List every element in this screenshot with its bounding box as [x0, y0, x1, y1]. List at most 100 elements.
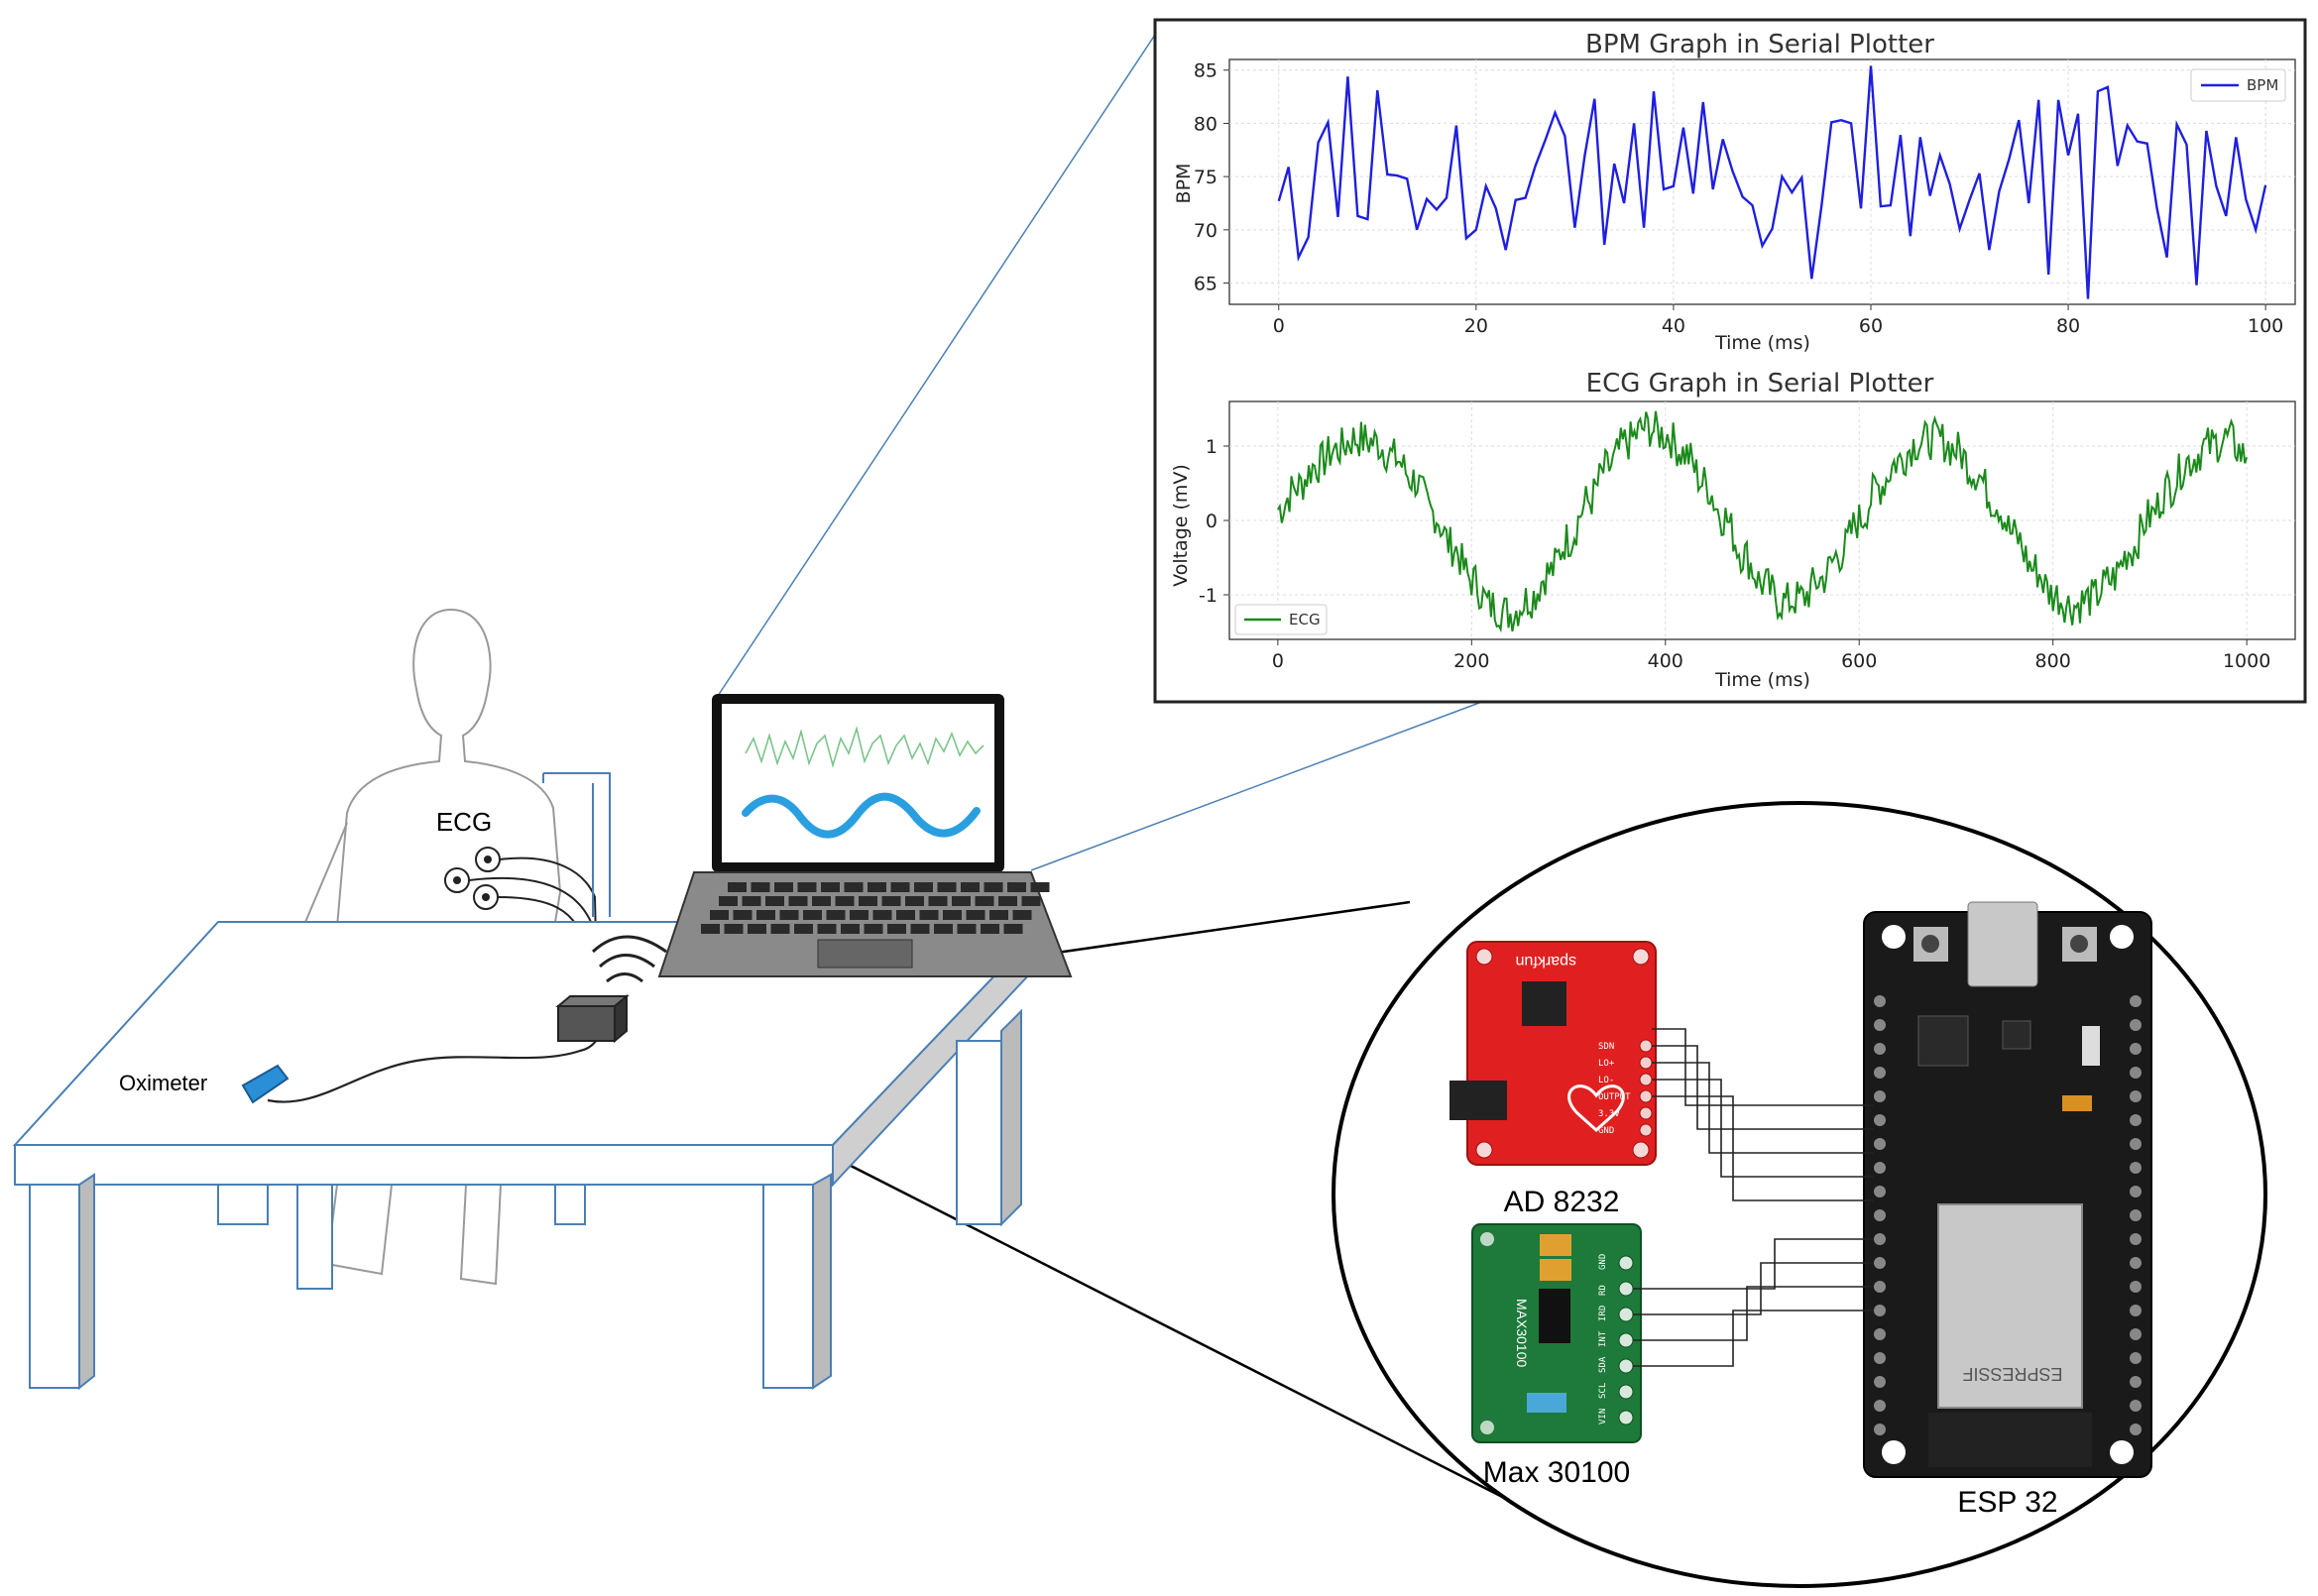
laptop-key — [910, 924, 930, 934]
laptop-key — [872, 910, 892, 920]
ecg-x-tick-label: 200 — [1453, 650, 1489, 672]
laptop-trackpad — [817, 939, 913, 969]
laptop-key — [803, 910, 822, 920]
laptop-key — [821, 882, 840, 892]
ad8232-pin — [1639, 1089, 1653, 1103]
laptop-key — [943, 910, 962, 920]
esp32-pin-left — [1874, 1162, 1886, 1174]
chair-back — [542, 772, 611, 917]
laptop-key — [835, 896, 855, 906]
laptop-key — [788, 896, 808, 906]
laptop-key — [966, 910, 985, 920]
laptop-key — [850, 910, 869, 920]
laptop-key — [914, 882, 933, 892]
laptop-screen — [722, 704, 994, 862]
wire-max30100-esp32 — [1633, 1238, 1874, 1290]
esp32-board: ESPRESSIF — [1863, 901, 2152, 1478]
laptop-key — [774, 882, 793, 892]
bpm-legend: BPM — [2190, 68, 2286, 102]
laptop-screen-bpm-trace — [745, 726, 985, 768]
laptop-key — [794, 924, 813, 934]
table-leg-back-right — [956, 1040, 1002, 1225]
max30100-pin-label: GND — [1598, 1254, 1608, 1270]
ecg-y-axis-label: Voltage (mV) — [1170, 464, 1192, 587]
laptop-key — [1012, 910, 1032, 920]
ad8232-pin-label: GND — [1598, 1126, 1614, 1136]
ad8232-pin — [1639, 1056, 1653, 1070]
max30100-pin — [1618, 1307, 1634, 1322]
max30100-pin — [1618, 1255, 1634, 1271]
sparkfun-logo: sparkfun — [1516, 953, 1576, 969]
ecg-series-line — [1277, 410, 2249, 633]
board-wires — [1633, 1028, 1874, 1367]
esp32-pin-right — [2130, 1424, 2142, 1435]
person-legs — [325, 1184, 502, 1286]
bpm-x-tick-label: 0 — [1273, 315, 1285, 337]
laptop-key — [756, 910, 775, 920]
table-leg-back-left — [217, 1184, 269, 1225]
esp32-pin-right — [2130, 1233, 2142, 1245]
wire-ad8232-esp32 — [1652, 1095, 1874, 1201]
ecg-legend: ECG — [1234, 604, 1328, 635]
laptop-key — [724, 924, 744, 934]
bpm-grid — [1229, 59, 2295, 304]
max30100-pin-label: RD — [1598, 1285, 1608, 1296]
laptop-key — [1030, 882, 1050, 892]
max30100-pin — [1618, 1332, 1634, 1348]
laptop-key — [812, 896, 831, 906]
ecg-y-ticks: -101 — [1199, 436, 1229, 607]
esp32-module-brand: ESPRESSIF — [1962, 1364, 2062, 1384]
esp32-pin-left — [1874, 1019, 1886, 1031]
esp32-label: ESP 32 — [1957, 1486, 2057, 1519]
laptop-key — [868, 882, 886, 892]
ecg-chart-title: ECG Graph in Serial Plotter — [1586, 369, 1934, 399]
esp32-pin-right — [2130, 1257, 2142, 1269]
laptop-key — [797, 882, 817, 892]
laptop-key — [952, 896, 971, 906]
wireless-signal-icon — [591, 935, 667, 983]
max30100-pin-label: SCL — [1598, 1383, 1608, 1399]
laptop-key — [817, 924, 837, 934]
ad8232-label: AD 8232 — [1504, 1186, 1620, 1218]
max30100-pin-label: IRD — [1598, 1306, 1608, 1321]
laptop-key — [887, 924, 906, 934]
ecg-x-tick-label: 600 — [1841, 650, 1877, 672]
laptop-key — [998, 896, 1017, 906]
laptop-keys — [701, 882, 1050, 934]
esp32-pin-right — [2130, 1400, 2142, 1412]
ad8232-pin — [1639, 1039, 1653, 1053]
wire-max30100-esp32 — [1633, 1286, 1874, 1341]
esp32-usb-port — [1967, 901, 2038, 987]
laptop-key — [961, 882, 980, 892]
oximeter-cable — [267, 1035, 601, 1103]
max30100-label: Max 30100 — [1483, 1456, 1630, 1489]
laptop-key — [728, 882, 747, 892]
laptop-key — [826, 910, 846, 920]
ad8232-pin — [1639, 1073, 1653, 1086]
ecg-y-tick-label: -1 — [1199, 585, 1217, 607]
ecg-x-tick-label: 400 — [1648, 650, 1683, 672]
max30100-pin-label: VIN — [1598, 1409, 1608, 1425]
ad8232-pin-label: LO+ — [1598, 1059, 1615, 1069]
laptop-key — [719, 896, 738, 906]
laptop-key — [919, 910, 939, 920]
wire-max30100-esp32 — [1633, 1310, 1874, 1367]
ecg-x-axis-label: Time (ms) — [1714, 669, 1810, 691]
laptop-key — [928, 896, 948, 906]
bpm-y-tick-label: 85 — [1194, 60, 1217, 82]
laptop-key — [841, 924, 860, 934]
ecg-electrodes — [444, 847, 598, 982]
esp32-pin-left — [1874, 1257, 1886, 1269]
ad8232-pin — [1639, 1123, 1653, 1137]
max30100-pin — [1618, 1410, 1634, 1425]
max30100-pin — [1618, 1281, 1634, 1297]
laptop — [657, 694, 1073, 977]
bpm-x-tick-label: 60 — [1859, 315, 1883, 337]
wire-ad8232-esp32 — [1652, 1079, 1874, 1178]
laptop-key — [765, 896, 784, 906]
wire-ad8232-esp32 — [1652, 1045, 1874, 1130]
